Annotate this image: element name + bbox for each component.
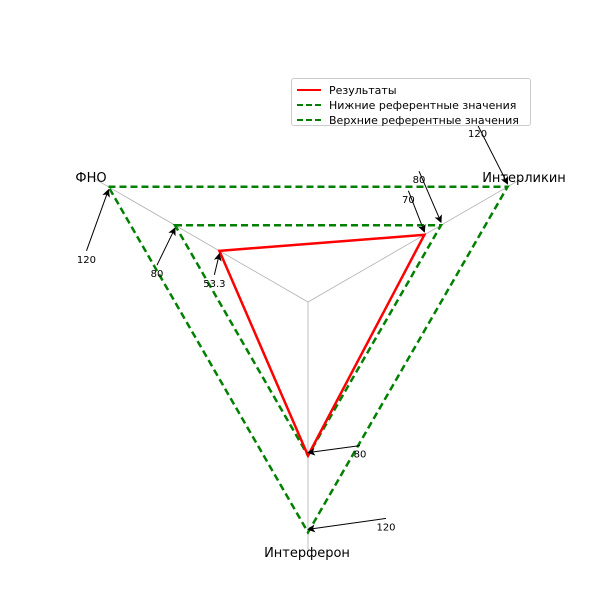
legend-label-upper-ref: Верхние референтные значения [329, 113, 519, 127]
series-line [217, 233, 427, 459]
legend: Результаты Нижние референтные значения В… [291, 78, 531, 127]
annotation-label: 80 [354, 450, 367, 461]
annotation-arrow [85, 188, 110, 251]
annotation-label: 120 [376, 522, 395, 533]
annotation-arrow [477, 124, 508, 185]
legend-swatch-results [297, 89, 321, 91]
annotation-arrow [213, 252, 222, 275]
series-line [106, 185, 510, 535]
axis-label-interferon: Интерферон [264, 546, 350, 561]
annotation-label: 80 [151, 269, 164, 280]
legend-item-results: Результаты [297, 83, 525, 97]
annotation-label: 70 [402, 195, 415, 206]
axis-label-interleukin: Интерликин [482, 171, 566, 186]
axis-spoke [307, 177, 523, 303]
axis-label-fno: ФНО [75, 171, 106, 186]
annotation-label: 53.3 [203, 279, 225, 290]
annotation-arrow [407, 190, 426, 233]
series-line [172, 223, 444, 459]
legend-label-lower-ref: Нижние референтные значения [329, 98, 517, 112]
legend-item-upper-ref: Верхние референтные значения [297, 113, 525, 127]
legend-swatch-lower-ref [297, 104, 321, 106]
annotation-label: 80 [413, 175, 426, 186]
annotation-arrow [307, 445, 361, 456]
annotation-arrow [418, 171, 442, 224]
legend-swatch-upper-ref [297, 119, 321, 121]
axis-spoke [93, 177, 309, 303]
annotation-arrow [307, 517, 387, 533]
legend-label-results: Результаты [329, 83, 397, 97]
annotation-label: 120 [77, 255, 96, 266]
annotation-label: 120 [468, 129, 487, 140]
annotation-arrow [156, 227, 176, 266]
legend-item-lower-ref: Нижние референтные значения [297, 98, 525, 112]
